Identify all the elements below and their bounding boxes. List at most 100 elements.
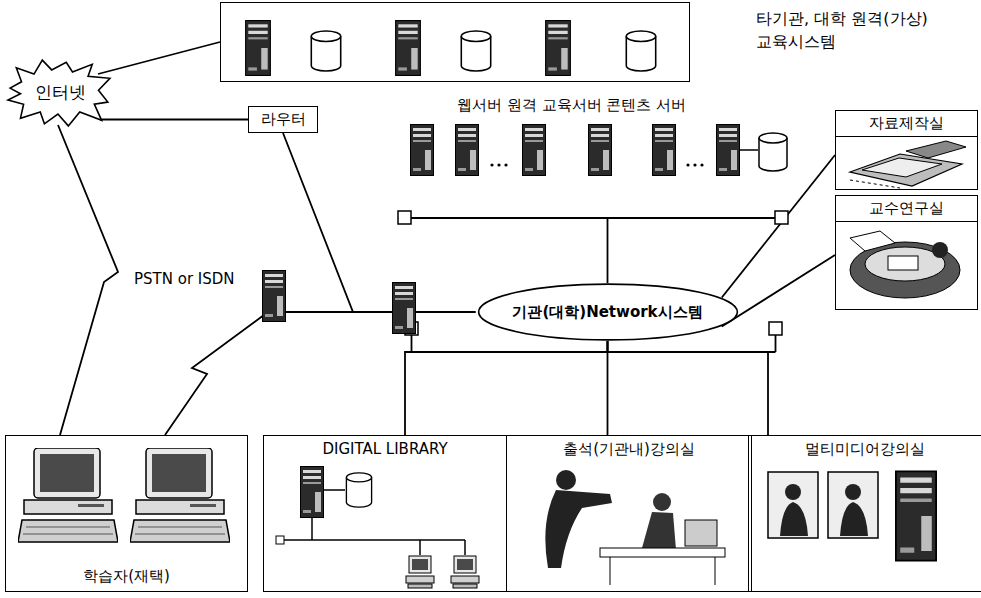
digital-library-network <box>419 540 421 555</box>
connector-line <box>58 125 118 435</box>
digital-library-network <box>276 467 479 589</box>
digital-library-network <box>324 489 345 491</box>
classroom-people <box>545 470 725 585</box>
connector-line <box>722 255 835 327</box>
connector-line <box>100 119 248 121</box>
professor-office-desk <box>888 256 918 270</box>
connector-line <box>607 341 609 435</box>
node-label: 라우터 <box>261 110 306 129</box>
backbone-bus <box>398 211 788 283</box>
digital-library-network <box>284 539 465 541</box>
multimedia-room <box>845 484 861 500</box>
server-row <box>693 163 696 166</box>
router-box: 라우터 <box>248 106 318 133</box>
production-room-equipment <box>850 180 900 188</box>
outside-heading: 타기관, 대학 원격(가상) 교육시스템 <box>756 7 936 53</box>
remote-system-servers <box>246 21 271 76</box>
campus-bus <box>412 351 776 353</box>
learner-box: 학습자(재택) <box>5 435 248 592</box>
home-learner-computers <box>18 448 118 542</box>
annotation-label: 웹서버 원격 교육서버 콘텐츠 서버 <box>455 96 688 115</box>
connector-line <box>283 133 476 312</box>
production-room-equipment <box>906 141 966 158</box>
backbone-bus <box>775 211 788 224</box>
production-room-equipment <box>850 141 966 188</box>
node-label: DIGITAL LIBRARY <box>264 440 506 459</box>
multimedia-room <box>785 484 801 500</box>
node-label: 멀티미디어강의실 <box>749 440 981 459</box>
digital-library-network <box>406 556 434 588</box>
gateway-servers <box>263 271 416 334</box>
node-label: 학습자(재택) <box>83 567 170 586</box>
backbone-bus <box>411 217 775 219</box>
professor-office-desk <box>850 231 960 298</box>
server-row <box>700 163 703 166</box>
professor-office-desk <box>850 231 895 251</box>
multimedia-room <box>828 472 878 538</box>
classroom-people <box>642 512 676 550</box>
digital-library-network <box>464 540 466 555</box>
remote-system-servers <box>396 21 421 76</box>
burst-shape <box>8 60 110 126</box>
server-row <box>490 163 493 166</box>
server-row <box>411 125 434 176</box>
server-row <box>686 163 689 166</box>
network-ellipse: 기관(대학)Network시스템 <box>476 283 740 341</box>
node-label: 인터넷 <box>35 82 86 103</box>
multimedia-room <box>840 502 868 536</box>
digital-library-network <box>451 556 479 588</box>
classroom-box: 멀티미디어강의실 <box>748 435 981 592</box>
server-row <box>759 133 787 171</box>
remote-system-servers <box>546 21 571 76</box>
remote-system-servers <box>626 31 655 71</box>
campus-bus <box>411 335 413 352</box>
server-row <box>497 163 500 166</box>
node-label: 자료제작실 <box>840 114 973 133</box>
backbone-bus <box>398 211 411 224</box>
node-label: 출석(기관내)강의실 <box>507 440 751 459</box>
server-row <box>411 125 788 176</box>
multimedia-room <box>896 471 936 560</box>
server-row <box>717 125 740 176</box>
connector-line <box>405 341 608 435</box>
heading-bar: 자료제작실 <box>836 111 977 137</box>
remote-system-servers <box>461 31 490 71</box>
node-label: 교수연구실 <box>840 199 973 218</box>
annotation-label: PSTN or ISDN <box>132 270 237 289</box>
library-box: DIGITAL LIBRARY <box>263 435 507 592</box>
gateway-servers <box>263 271 286 322</box>
server-row <box>456 125 479 176</box>
campus-bus <box>775 335 777 352</box>
production-room-equipment <box>862 158 942 177</box>
multimedia-room <box>768 471 936 560</box>
classroom-box: 출석(기관내)강의실 <box>506 435 752 592</box>
connector-line <box>98 42 220 74</box>
connector-line <box>722 155 835 298</box>
classroom-people <box>715 557 716 585</box>
connector-line <box>165 312 476 435</box>
digital-library-network <box>301 467 324 518</box>
room-box: 자료제작실 <box>835 110 978 190</box>
campus-bus <box>769 322 782 335</box>
classroom-people <box>600 548 725 557</box>
server-row <box>589 125 612 176</box>
digital-library-network <box>311 518 313 540</box>
remote-system-servers <box>246 21 656 76</box>
production-room-equipment <box>850 154 962 186</box>
classroom-people <box>556 470 576 490</box>
multimedia-room <box>780 502 808 536</box>
digital-library-network <box>346 473 371 507</box>
remote-system-box: 타기관, 대학 원격(가상) 교육시스템 <box>220 2 690 82</box>
ellipse-shape <box>478 284 737 340</box>
server-row <box>740 149 758 151</box>
classroom-people <box>653 493 671 511</box>
home-learner-computers <box>130 448 230 542</box>
classroom-people <box>610 557 611 585</box>
home-learner-computers <box>18 448 230 542</box>
server-row <box>504 163 507 166</box>
heading-bar: 교수연구실 <box>836 196 977 222</box>
gateway-servers <box>393 283 416 334</box>
professor-office-desk <box>932 242 948 258</box>
